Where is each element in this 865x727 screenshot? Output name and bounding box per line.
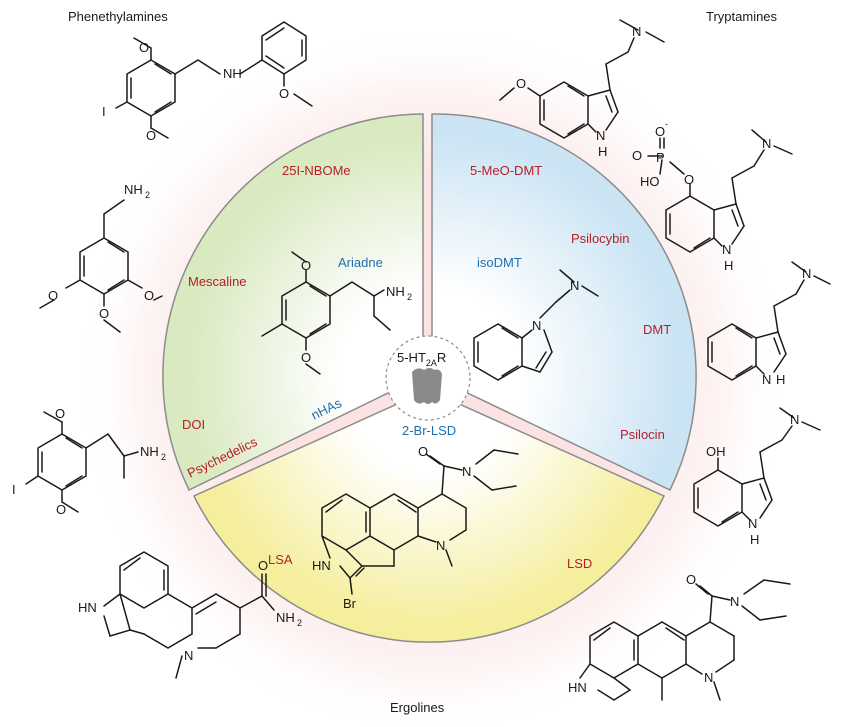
svg-text:HN: HN	[78, 600, 97, 615]
label-psilocin: Psilocin	[620, 427, 665, 442]
svg-text:O: O	[632, 148, 642, 163]
svg-text:OH: OH	[706, 444, 726, 459]
svg-text:O: O	[144, 288, 154, 303]
svg-text:N: N	[596, 128, 605, 143]
molecule-dmt: N N H	[707, 261, 831, 387]
receptor-label: 5-HT2AR	[397, 350, 446, 368]
svg-text:N: N	[762, 136, 771, 151]
label-ariadne: Ariadne	[338, 255, 383, 270]
svg-text:N: N	[570, 278, 579, 293]
svg-text:N: N	[748, 516, 757, 531]
label-psilocybin: Psilocybin	[571, 231, 630, 246]
label-25i-nbome: 25I-NBOMe	[282, 163, 351, 178]
svg-text:H: H	[776, 372, 785, 387]
svg-text:O: O	[301, 258, 311, 273]
svg-text:Br: Br	[343, 596, 357, 611]
svg-text:NH: NH	[386, 284, 405, 299]
svg-text:O: O	[418, 444, 428, 459]
molecule-psilocybin: N O P O O - HO N H	[632, 119, 793, 273]
phenethylamines-header: Phenethylamines	[68, 9, 168, 24]
molecule-isodmt: N N	[473, 269, 599, 381]
molecule-5-meo-dmt: N O N H	[499, 19, 665, 159]
molecule-2-br-lsd: O N N HN Br	[312, 444, 519, 611]
svg-text:O: O	[684, 172, 694, 187]
svg-text:2: 2	[407, 292, 412, 302]
svg-text:N: N	[462, 464, 471, 479]
svg-text:I: I	[102, 104, 106, 119]
svg-text:N: N	[436, 538, 445, 553]
svg-text:H: H	[750, 532, 759, 547]
svg-text:NH: NH	[124, 182, 143, 197]
svg-text:NH: NH	[276, 610, 295, 625]
svg-text:H: H	[724, 258, 733, 273]
svg-text:N: N	[730, 594, 739, 609]
svg-text:O: O	[686, 572, 696, 587]
svg-text:HO: HO	[640, 174, 660, 189]
label-2-br-lsd: 2-Br-LSD	[402, 423, 456, 438]
label-5-meo-dmt: 5-MeO-DMT	[470, 163, 542, 178]
svg-text:N: N	[802, 266, 811, 281]
svg-text:-: -	[665, 119, 668, 129]
svg-text:HN: HN	[312, 558, 331, 573]
molecule-doi: O I O NH 2	[12, 406, 166, 517]
svg-text:O: O	[258, 558, 268, 573]
svg-text:2: 2	[145, 190, 150, 200]
molecule-mescaline: NH 2 O O O	[39, 182, 163, 333]
label-lsd: LSD	[567, 556, 592, 571]
label-doi: DOI	[182, 417, 205, 432]
label-isodmt: isoDMT	[477, 255, 522, 270]
receptor-icon	[412, 368, 442, 404]
label-mescaline: Mescaline	[188, 274, 247, 289]
svg-text:N: N	[790, 412, 799, 427]
tryptamine-sector	[431, 113, 697, 491]
svg-text:O: O	[99, 306, 109, 321]
svg-text:NH: NH	[140, 444, 159, 459]
ergolines-header: Ergolines	[390, 700, 445, 715]
svg-text:NH: NH	[223, 66, 242, 81]
svg-text:HN: HN	[568, 680, 587, 695]
svg-text:O: O	[301, 350, 311, 365]
svg-text:O: O	[146, 128, 156, 143]
svg-text:N: N	[762, 372, 771, 387]
svg-text:N: N	[632, 24, 641, 39]
svg-text:P: P	[656, 150, 665, 165]
svg-text:N: N	[184, 648, 193, 663]
molecule-ariadne: O O NH 2	[261, 251, 412, 375]
phenethylamine-sector	[162, 113, 424, 492]
tryptamines-header: Tryptamines	[706, 9, 778, 24]
svg-text:O: O	[279, 86, 289, 101]
svg-text:I: I	[12, 482, 16, 497]
label-lsa: LSA	[268, 552, 293, 567]
label-dmt: DMT	[643, 322, 671, 337]
svg-text:N: N	[704, 670, 713, 685]
molecule-psilocin: N OH N H	[693, 407, 821, 547]
svg-text:N: N	[722, 242, 731, 257]
svg-text:N: N	[532, 318, 541, 333]
molecule-25i-nbome: O I O NH O	[102, 21, 313, 143]
svg-text:O: O	[48, 288, 58, 303]
molecule-lsa: HN N O NH 2	[78, 551, 302, 679]
svg-text:O: O	[55, 406, 65, 421]
svg-text:2: 2	[161, 452, 166, 462]
svg-text:2: 2	[297, 618, 302, 628]
ergoline-sector	[192, 389, 666, 643]
svg-text:O: O	[516, 76, 526, 91]
svg-text:O: O	[139, 40, 149, 55]
svg-text:H: H	[598, 144, 607, 159]
svg-text:O: O	[56, 502, 66, 517]
molecule-lsd: O N N HN	[568, 572, 791, 701]
svg-text:O: O	[655, 124, 665, 139]
